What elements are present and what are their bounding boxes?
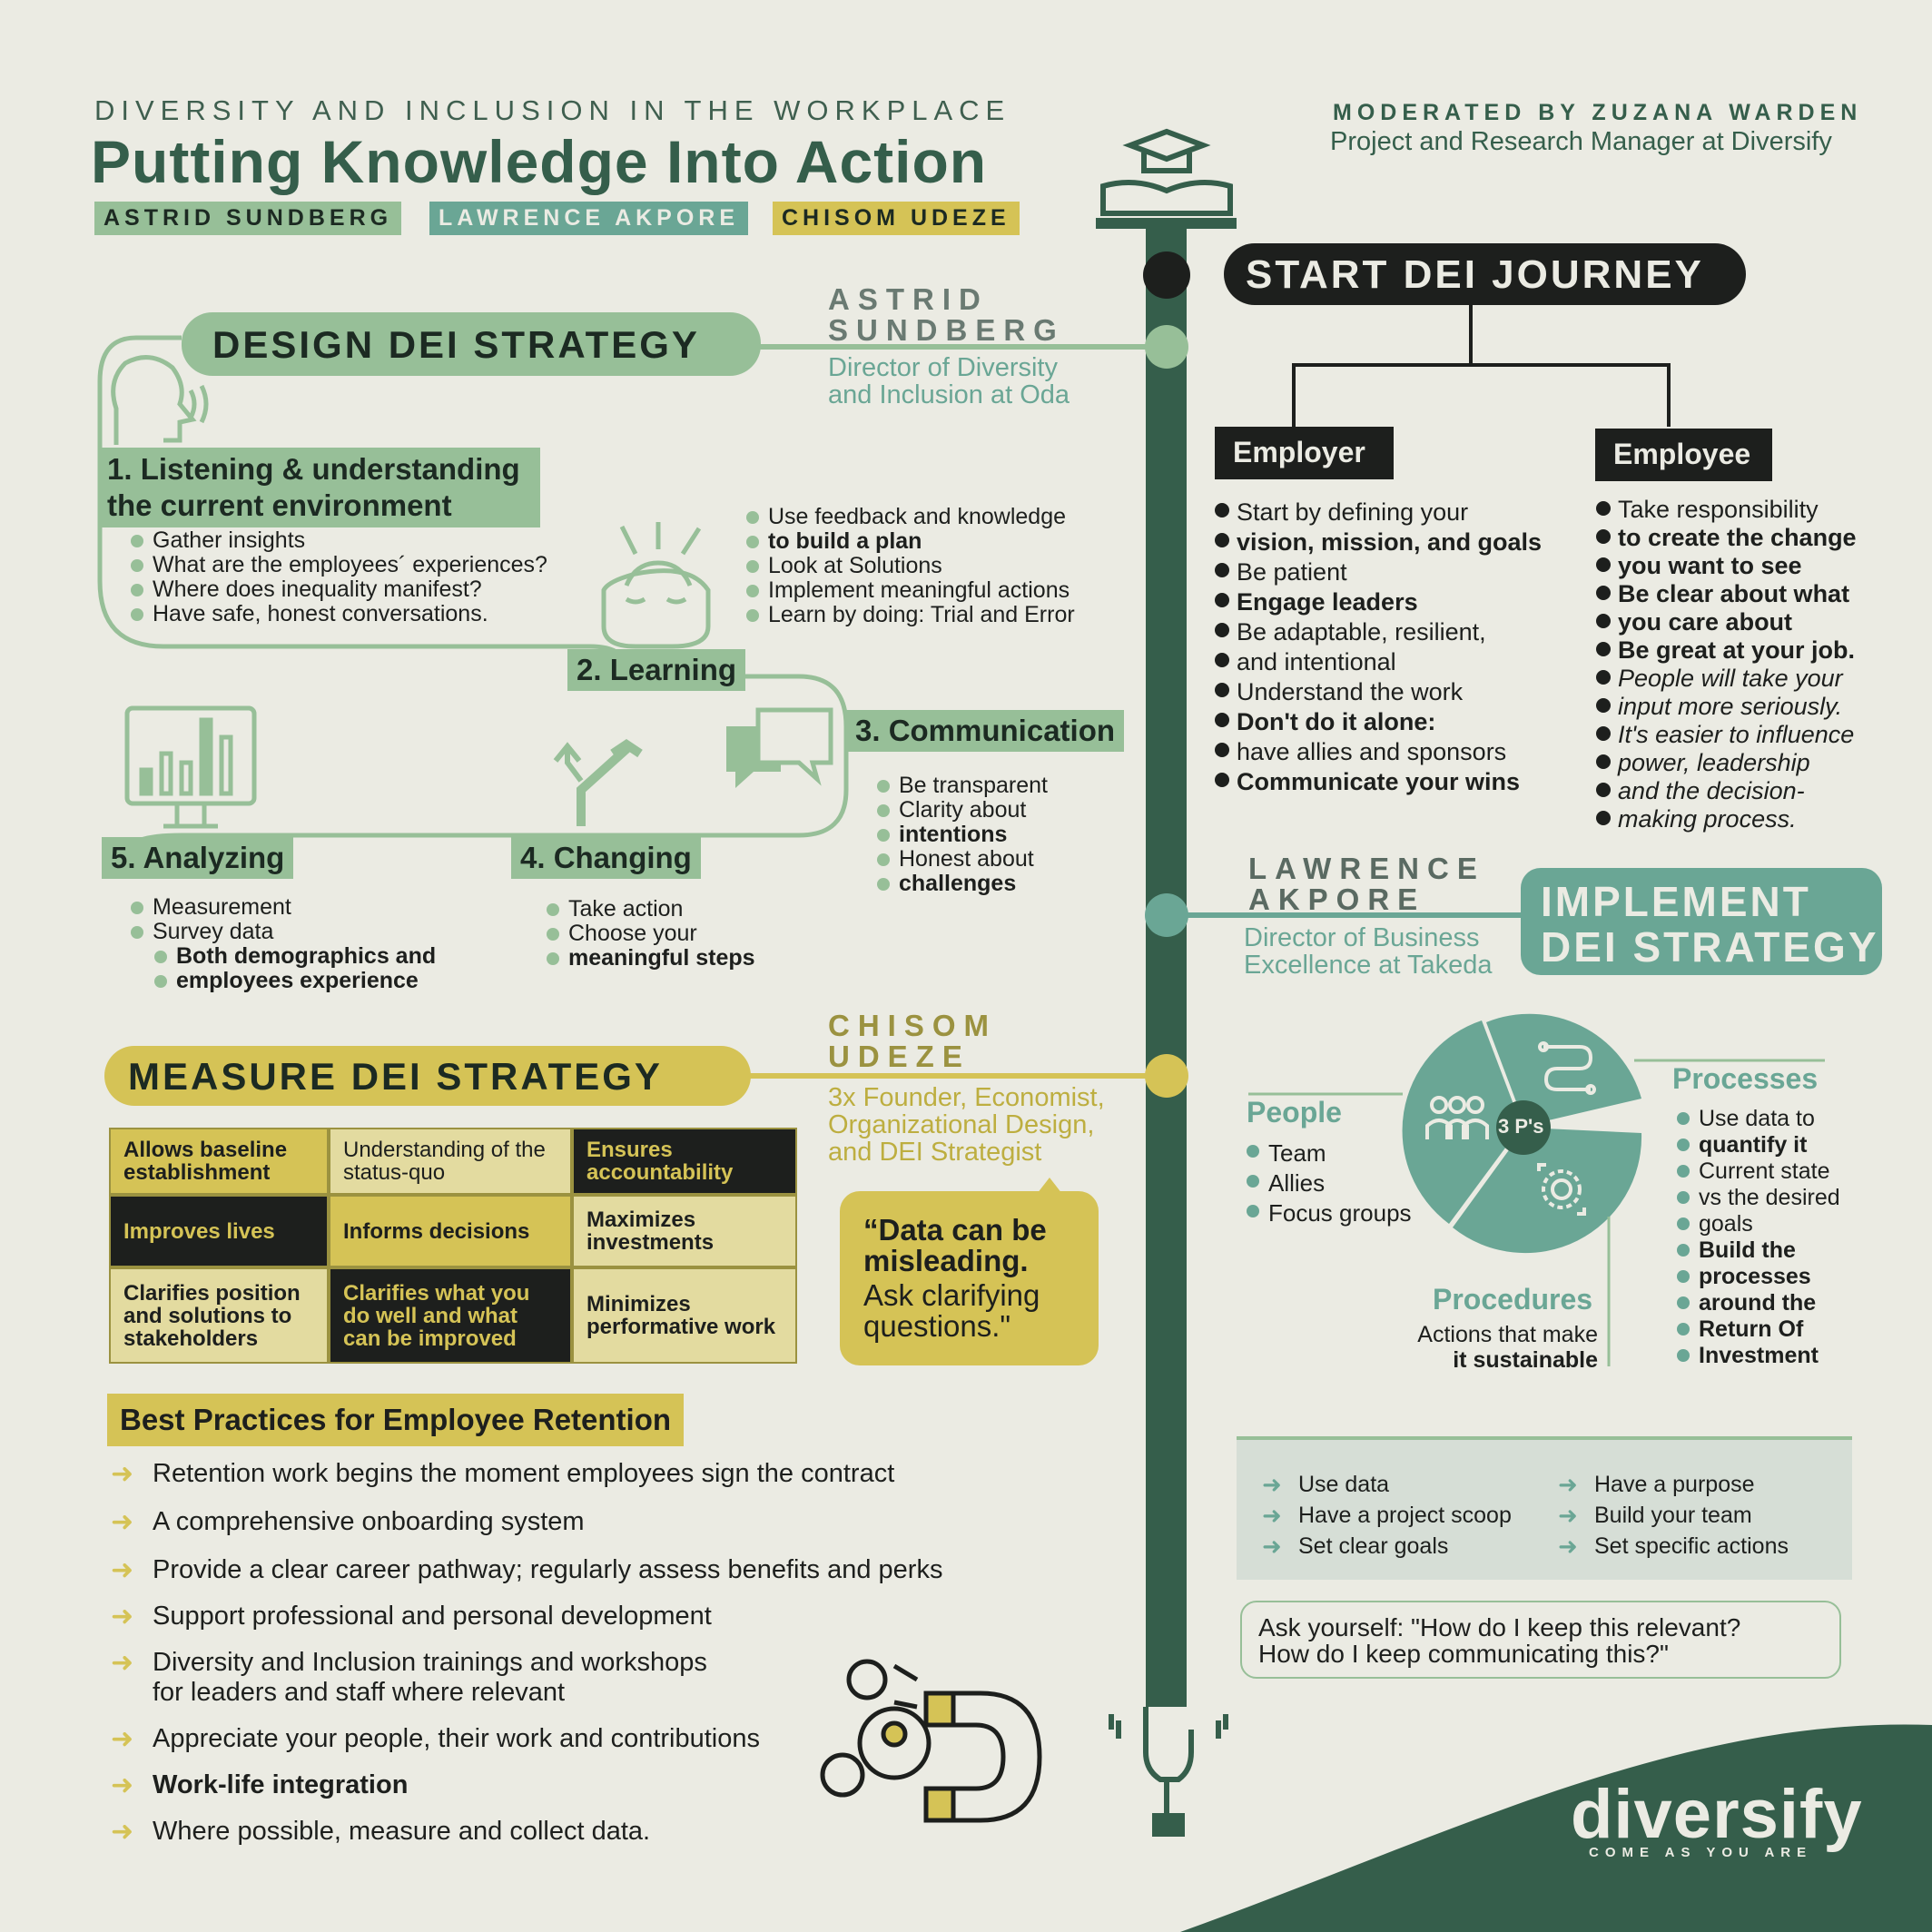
retention-item: Provide a clear career pathway; regularl… (111, 1554, 942, 1586)
retention-item: A comprehensive onboarding system (111, 1506, 942, 1538)
quote-pointer (1037, 1178, 1062, 1194)
ask-yourself-box: Ask yourself: "How do I keep this releva… (1240, 1601, 1841, 1679)
step-changing: 4. Changing (511, 837, 701, 879)
brain-gear-icon (601, 522, 711, 649)
speaker-tag-lawrence: LAWRENCE AKPORE (429, 202, 749, 235)
chat-bubble-outline-icon (755, 707, 833, 786)
retention-item: Support professional and personal develo… (111, 1601, 942, 1632)
brand-logo: diversify (1571, 1776, 1863, 1853)
grid-cell: Allows baseline establishment (109, 1128, 329, 1195)
brand-wave (1180, 1724, 1932, 1932)
measure-grid: Allows baseline establishment Understand… (109, 1128, 797, 1364)
step-learning: 2. Learning (567, 649, 746, 691)
node-design (1145, 325, 1188, 369)
chisom-role: 3x Founder, Economist,Organizational Des… (828, 1083, 1105, 1167)
three-ps-label: 3 P's (1498, 1115, 1544, 1138)
moderated-by: MODERATED BY ZUZANA WARDEN (1333, 100, 1863, 125)
implement-tips-box: Use dataHave a project scoopSet clear go… (1237, 1436, 1852, 1580)
speaker-tag-chisom: CHISOM UDEZE (773, 202, 1020, 235)
brand-tagline: COME AS YOU ARE (1589, 1845, 1813, 1860)
grid-cell: Informs decisions (329, 1195, 572, 1267)
bar-chart-icon (124, 705, 257, 829)
tips-right-list: Have a purposeBuild your teamSet specifi… (1558, 1469, 1789, 1562)
direction-arrows-icon (553, 738, 643, 826)
step-communication: 3. Communication (846, 710, 1125, 752)
grid-cell: Maximizes investments (572, 1195, 797, 1267)
tips-left-list: Use dataHave a project scoopSet clear go… (1262, 1469, 1512, 1562)
grid-cell: Ensures accountability (572, 1128, 797, 1195)
procedures-title: Procedures (1433, 1283, 1593, 1316)
processes-title: Processes (1672, 1062, 1819, 1095)
node-implement (1145, 893, 1188, 937)
grid-cell: Clarifies what you do well and what can … (329, 1267, 572, 1364)
retention-list: Retention work begins the moment employe… (111, 1458, 942, 1862)
employee-label: Employee (1595, 429, 1772, 481)
retention-item: Retention work begins the moment employe… (111, 1458, 942, 1490)
people-title: People (1247, 1096, 1342, 1129)
employer-label: Employer (1215, 427, 1394, 479)
timeline-bar (1146, 218, 1187, 1707)
grid-cell: Clarifies position and solutions to stak… (109, 1267, 329, 1364)
head-icon (111, 355, 209, 445)
node-measure (1145, 1054, 1188, 1098)
process-flow-icon (1538, 1041, 1596, 1095)
pointing-hand-icon (1109, 1707, 1228, 1837)
node-start (1143, 251, 1190, 299)
speaker-tag-astrid: ASTRID SUNDBERG (94, 202, 402, 235)
start-journey-title: START DEI JOURNEY (1224, 243, 1746, 305)
retention-item: Where possible, measure and collect data… (111, 1816, 942, 1848)
page-title: Putting Knowledge Into Action (91, 128, 988, 195)
retention-title: Best Practices for Employee Retention (107, 1394, 685, 1446)
graduation-cap-icon (1100, 128, 1233, 216)
people-icon (1425, 1096, 1489, 1139)
retention-item: Appreciate your people, their work and c… (111, 1723, 942, 1755)
header-kicker: DIVERSITY AND INCLUSION IN THE WORKPLACE (94, 94, 1011, 126)
retention-item-cont: for leaders and staff where relevant (153, 1678, 566, 1707)
grid-cell: Understanding of the status-quo (329, 1128, 572, 1195)
design-strategy-title: DESIGN DEI STRATEGY (182, 312, 761, 376)
measure-strategy-title: MEASURE DEI STRATEGY (104, 1046, 751, 1106)
grid-cell: Minimizes performative work (572, 1267, 797, 1364)
retention-item: Diversity and Inclusion trainings and wo… (111, 1647, 942, 1679)
retention-item: Work-life integration (111, 1769, 942, 1801)
moderator-role: Project and Research Manager at Diversif… (1330, 127, 1832, 156)
gear-cycle-icon (1537, 1163, 1586, 1216)
grid-cell: Improves lives (109, 1195, 329, 1267)
step-analyzing: 5. Analyzing (102, 837, 294, 879)
